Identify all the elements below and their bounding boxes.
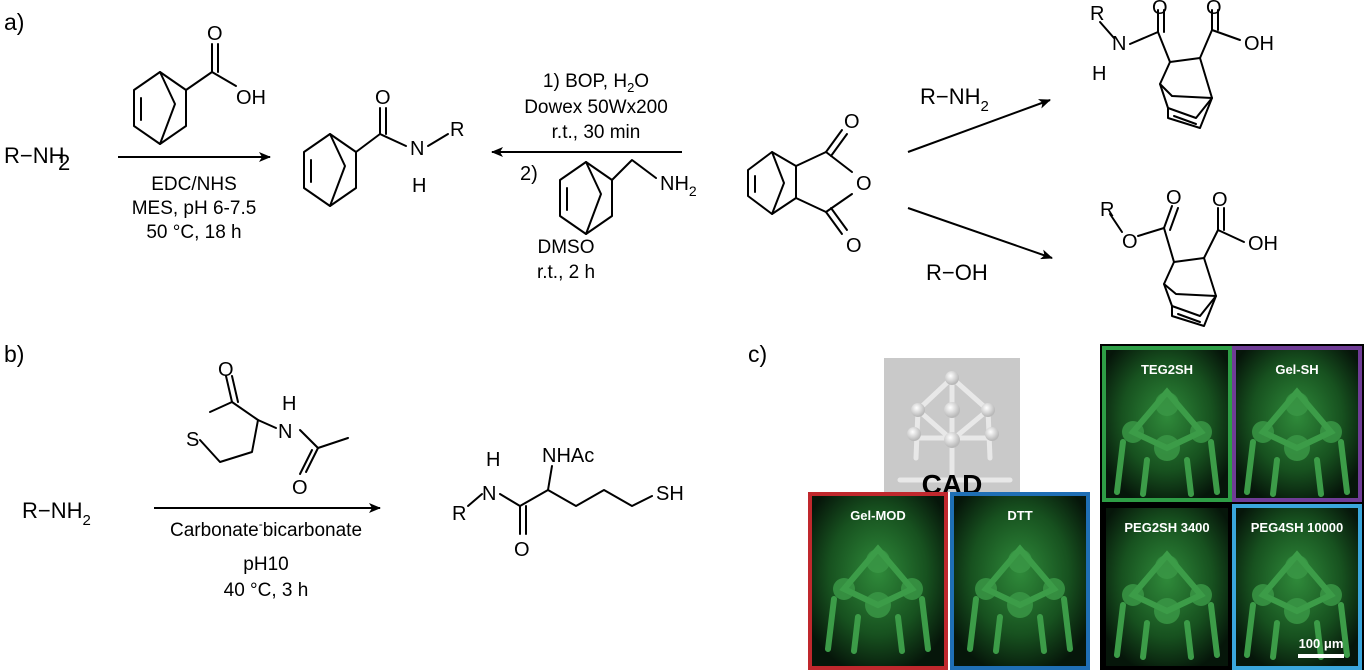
micrograph-tile: DTT [950, 492, 1090, 670]
reactant-amine-text: R−NH [4, 143, 65, 168]
amide-o2: O [1206, 0, 1222, 19]
product-b-o: O [514, 539, 530, 561]
micrograph-title: PEG4SH 10000 [1251, 520, 1344, 535]
reagent-h: H [282, 393, 296, 415]
ester-r: R [1100, 199, 1114, 221]
cond-temp-b: 40 °C, 3 h [224, 580, 309, 601]
micrograph-tile: TEG2SH [1102, 346, 1232, 502]
reagent-o: O [218, 359, 234, 381]
arrow-alcohol [907, 207, 1053, 260]
amide-h: H [1092, 63, 1106, 85]
alcohol-reagent: R−OH [926, 260, 988, 285]
product-a-r: R [450, 119, 464, 141]
reactant-amine-a: R−NH 2 [4, 143, 70, 175]
reactant-amine-sub: 2 [58, 150, 70, 175]
cond-dowex: Dowex 50Wx200 [524, 97, 668, 118]
amide-acid-structure: R N H O O OH [1090, 0, 1274, 129]
ester-o2: O [1166, 187, 1182, 209]
norbornene-acid-structure: O OH [133, 23, 266, 145]
micrograph-tile: PEG2SH 3400 [1102, 504, 1232, 670]
amide-n: N [1112, 33, 1126, 55]
panel-b-label: b) [4, 341, 24, 367]
micrograph-title: Gel-SH [1275, 362, 1318, 377]
acid-o: O [207, 23, 223, 45]
anhydride-o-mid: O [856, 173, 872, 195]
cond-rt2h: r.t., 2 h [537, 262, 595, 283]
cond-bop: 1) BOP, H2O [543, 71, 649, 95]
norbornene-anhydride-structure: O O O [747, 111, 872, 257]
anhydride-o-bot: O [846, 235, 862, 257]
ester-oh: OH [1248, 233, 1278, 255]
micrograph-title: DTT [1007, 508, 1032, 523]
cond-dmso: DMSO [538, 237, 595, 258]
step2-label: 2) [520, 163, 538, 185]
arrow-amine [907, 99, 1051, 153]
cond-temp: 50 °C, 18 h [146, 222, 241, 243]
reagent-o2: O [292, 477, 308, 499]
micrograph-title: PEG2SH 3400 [1124, 520, 1209, 535]
product-a-h: H [412, 175, 426, 197]
cad-render: CAD [884, 358, 1020, 500]
cond-ph: pH10 [243, 554, 288, 575]
micrograph-tile: Gel-MOD [808, 492, 948, 670]
micrograph-tile: Gel-SH [1232, 346, 1362, 502]
panel-c-label: c) [748, 341, 767, 367]
step2-nh: NH2 [660, 173, 697, 199]
cond-edc: EDC/NHS [151, 174, 237, 195]
scale-bar-label: 100 μm [1299, 636, 1344, 651]
norbornene-amide-structure: O N R H [303, 87, 464, 207]
product-b-h: H [486, 449, 500, 471]
ester-o: O [1122, 231, 1138, 253]
product-b-nhac: NHAc [542, 445, 594, 467]
micrograph-title: TEG2SH [1141, 362, 1193, 377]
cond-mes: MES, pH 6-7.5 [132, 198, 257, 219]
bop-conditions: 1) BOP, H2O Dowex 50Wx200 r.t., 30 min [524, 71, 668, 143]
acid-oh: OH [236, 87, 266, 109]
cond-rt30: r.t., 30 min [552, 122, 641, 143]
product-b-r: R [452, 503, 466, 525]
reagent-s: S [186, 429, 199, 451]
norbornene-amine-structure: NH2 [559, 159, 697, 235]
micrograph-tile: PEG4SH 10000 [1232, 504, 1362, 670]
thiol-product-structure: H N R O NHAc SH [452, 445, 684, 561]
product-a-n: N [410, 138, 424, 160]
cond-carbonate: Carbonate-bicarbonate [170, 517, 362, 541]
panel-a-label: a) [4, 9, 24, 35]
amide-r: R [1090, 3, 1104, 25]
amine-reagent: R−NH2 [920, 84, 989, 115]
thiolactone-structure: O S H N O [186, 359, 349, 499]
product-b-n: N [482, 483, 496, 505]
product-a-o: O [375, 87, 391, 109]
amide-o: O [1152, 0, 1168, 19]
reagent-n: N [278, 421, 292, 443]
amide-oh: OH [1244, 33, 1274, 55]
reactant-amine-b: R−NH2 [22, 498, 91, 529]
ester-o3: O [1212, 189, 1228, 211]
micrograph-grid: Gel-MOD DTT TEG2SH Gel-SH PEG2SH 3400 PEG4SH … [808, 344, 1364, 670]
anhydride-o-top: O [844, 111, 860, 133]
ester-acid-structure: R O O O OH [1100, 187, 1278, 327]
product-b-sh: SH [656, 483, 684, 505]
micrograph-title: Gel-MOD [850, 508, 906, 523]
